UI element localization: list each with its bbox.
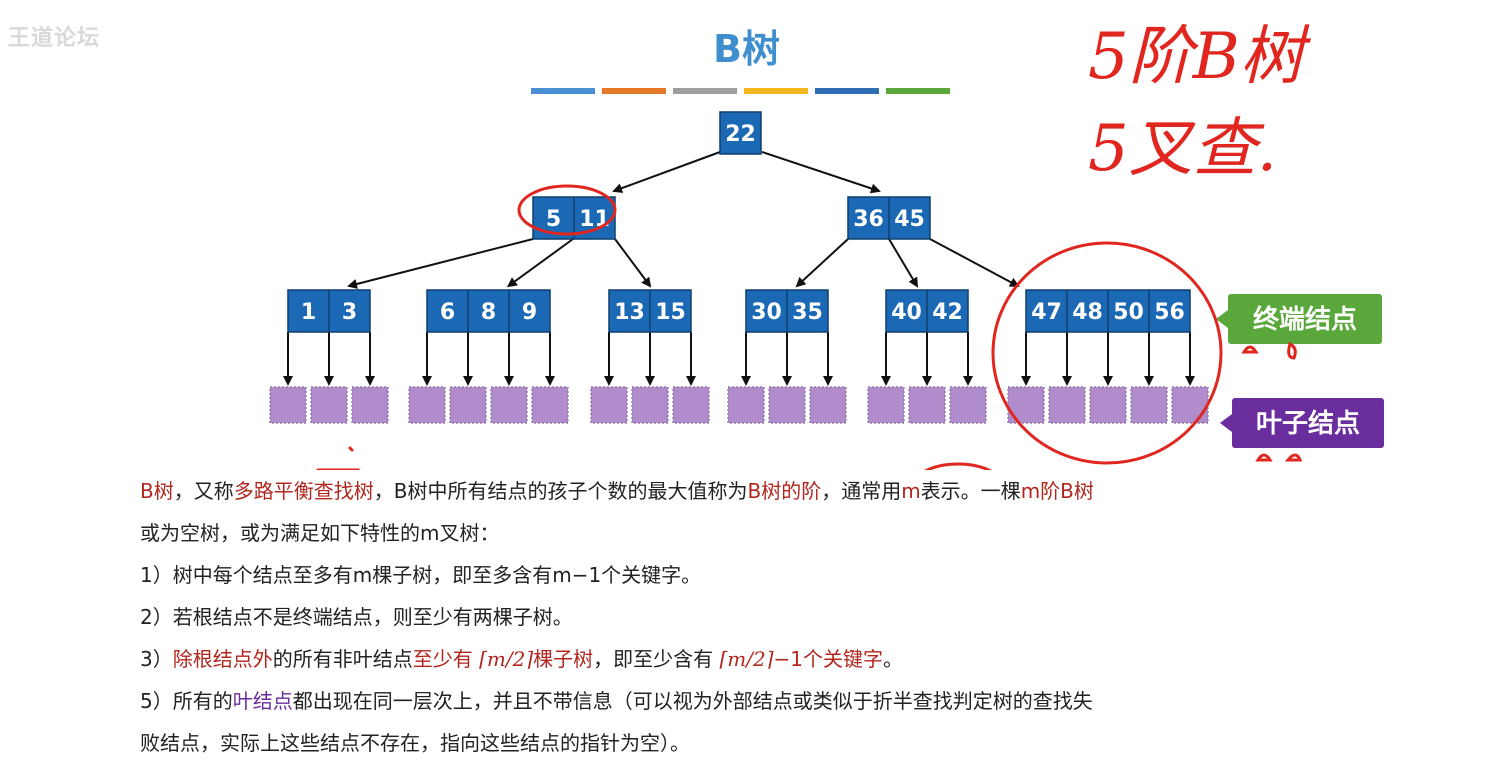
title-bar-segment xyxy=(744,88,808,94)
node-key: 13 xyxy=(614,300,645,325)
page-title: B树 xyxy=(713,27,780,71)
circle-around-5-11 xyxy=(517,184,617,236)
leaf-node xyxy=(809,386,847,424)
tree-node: 22 xyxy=(719,111,762,155)
tree-edge xyxy=(506,238,574,288)
handwriting-annotations xyxy=(316,184,1303,470)
tree-edge xyxy=(612,151,721,193)
node-key: 15 xyxy=(655,300,686,325)
node-key: 45 xyxy=(894,207,925,232)
node-key: 48 xyxy=(1072,300,1103,325)
rule-3: 3）除根结点外的所有非叶结点至少有 ⌈m/2⌉棵子树，即至少含有 ⌈m/2⌉−1… xyxy=(140,647,904,671)
leaf-node xyxy=(590,386,628,424)
node-key: 56 xyxy=(1154,300,1185,325)
node-key: 5 xyxy=(546,207,561,232)
node-key: 42 xyxy=(932,300,963,325)
leaf-node xyxy=(631,386,669,424)
node-key: 6 xyxy=(440,300,455,325)
node-key: 9 xyxy=(522,300,537,325)
definition-line-2: 或为空树，或为满足如下特性的m叉树： xyxy=(140,521,500,545)
leaf-node xyxy=(727,386,765,424)
node-key: 40 xyxy=(891,300,922,325)
node-key: 11 xyxy=(579,207,610,232)
leaf-node xyxy=(1048,386,1086,424)
tree-node: 40 42 xyxy=(885,289,969,333)
rule-5-line-2: 败结点，实际上这些结点不存在，指向这些结点的指针为空）。 xyxy=(140,731,690,755)
tree-edge xyxy=(795,238,849,288)
tree-edge xyxy=(929,238,1020,287)
tree-edge xyxy=(347,238,534,289)
tree-node: 36 45 xyxy=(847,196,931,240)
leaf-node xyxy=(531,386,569,424)
leaf-node xyxy=(449,386,487,424)
term-m: m xyxy=(901,479,921,503)
handwriting-line-1: 5阶B树 xyxy=(1088,20,1312,94)
term-btree: B树 xyxy=(140,479,174,503)
circle-around-btree-order xyxy=(923,462,993,470)
leaf-node xyxy=(908,386,946,424)
leaf-node xyxy=(310,386,348,424)
leaf-node-label: 叶子结点 xyxy=(1220,398,1384,448)
tree-edge xyxy=(614,238,652,288)
leaf-node xyxy=(490,386,528,424)
leaf-node xyxy=(1171,386,1209,424)
leaf-node xyxy=(768,386,806,424)
definition-line-1: B树，又称多路平衡查找树，B树中所有结点的孩子个数的最大值称为B树的阶，通常用m… xyxy=(140,479,1094,503)
leaf-node xyxy=(672,386,710,424)
node-key: 47 xyxy=(1031,300,1062,325)
leaf-label-text: 叶子结点 xyxy=(1256,408,1360,439)
node-key: 3 xyxy=(342,300,357,325)
leaf-nodes xyxy=(269,386,1209,424)
tree-node: 47 48 50 56 xyxy=(1025,289,1191,333)
title-bar-segment xyxy=(602,88,666,94)
leaf-node xyxy=(1130,386,1168,424)
handwriting-line-2: 5叉查. xyxy=(1088,112,1277,186)
term-multiway-balanced-search-tree: 多路平衡查找树 xyxy=(233,479,374,503)
title-color-bar xyxy=(531,88,950,94)
title-bar-segment xyxy=(886,88,950,94)
title-bar-segment xyxy=(673,88,737,94)
leaf-node xyxy=(867,386,905,424)
leaf-node xyxy=(949,386,987,424)
rule-5-line-1: 5）所有的叶结点都出现在同一层次上，并且不带信息（可以视为外部结点或类似于折半查… xyxy=(140,689,1093,713)
tree-node: 6 8 9 xyxy=(426,289,551,333)
node-key: 1 xyxy=(301,300,316,325)
rule-2: 2）若根结点不是终端结点，则至少有两棵子树。 xyxy=(140,605,573,629)
rule-1: 1）树中每个结点至多有m棵子树，即至多含有m−1个关键字。 xyxy=(140,563,702,587)
watermark-logo: 王道论坛 xyxy=(8,26,101,51)
term-btree-order: B树的阶 xyxy=(747,479,822,503)
leaf-node xyxy=(269,386,307,424)
leaf-node xyxy=(1089,386,1127,424)
leaf-node xyxy=(351,386,389,424)
circle-around-terminal-nodes xyxy=(991,241,1223,465)
node-key: 30 xyxy=(751,300,782,325)
tree-edge xyxy=(888,238,919,288)
definition-text: B树，又称多路平衡查找树，B树中所有结点的孩子个数的最大值称为B树的阶，通常用m… xyxy=(140,470,1380,764)
node-key: 8 xyxy=(481,300,496,325)
terminal-node-label: 终端结点 xyxy=(1216,294,1382,344)
tree-edge xyxy=(761,151,881,194)
node-key: 35 xyxy=(792,300,823,325)
tree-edges xyxy=(283,151,1195,386)
node-key: 36 xyxy=(853,207,884,232)
handwriting-text: 5阶B树 5叉查. xyxy=(1088,20,1312,186)
title-bar-segment xyxy=(531,88,595,94)
term-m-order-btree: m阶B树 xyxy=(1020,479,1094,503)
leaf-node xyxy=(408,386,446,424)
node-key: 22 xyxy=(725,122,756,147)
terminal-label-text: 终端结点 xyxy=(1253,304,1357,335)
tree-node: 13 15 xyxy=(608,289,692,333)
term-leaf-node: 叶结点 xyxy=(232,689,293,713)
title-bar-segment xyxy=(815,88,879,94)
node-key: 50 xyxy=(1113,300,1144,325)
tree-node: 30 35 xyxy=(745,289,829,333)
